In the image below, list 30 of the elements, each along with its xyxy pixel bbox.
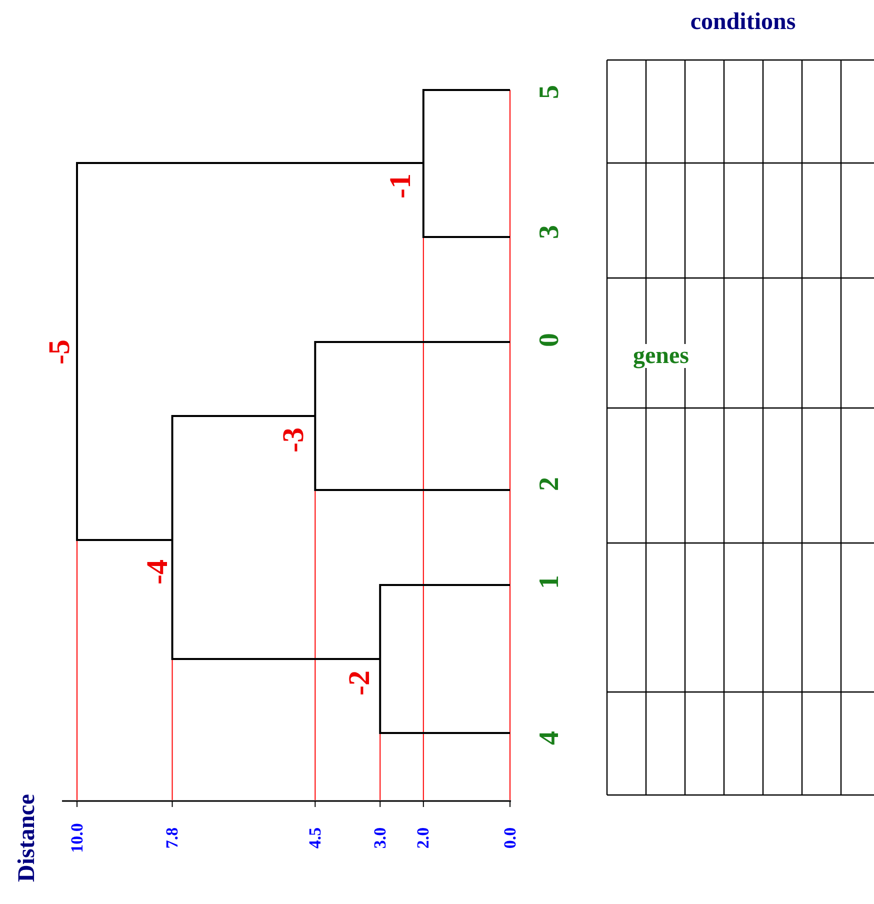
dendrogram-branch xyxy=(314,341,510,416)
tick-label: 0.0 xyxy=(502,827,518,849)
dendrogram-branch xyxy=(379,659,510,734)
row-header: genes xyxy=(633,344,689,368)
tick-label: 10.0 xyxy=(68,823,86,853)
tick-label: 3.0 xyxy=(372,827,389,849)
leaf-label: 3 xyxy=(536,225,564,239)
cluster-label: -4 xyxy=(143,560,173,584)
leaf-label: 0 xyxy=(536,333,564,347)
cluster-label: -2 xyxy=(345,670,375,696)
dendrogram-branch xyxy=(171,540,380,660)
axis-title: Distance xyxy=(15,794,39,882)
tick-label: 4.5 xyxy=(306,827,324,849)
leaf-label: 4 xyxy=(536,731,564,745)
dendrogram-branch xyxy=(76,162,424,351)
dendrogram-branch xyxy=(171,415,316,540)
leaf-label: 1 xyxy=(536,575,564,589)
column-header: conditions xyxy=(690,10,796,34)
dendrogram-branch xyxy=(422,89,510,163)
tick-label: 2.0 xyxy=(414,827,432,849)
cluster-label: -1 xyxy=(386,174,416,198)
dendrogram-branch xyxy=(76,351,172,541)
tick-label: 7.8 xyxy=(164,827,181,849)
dendrogram-branch xyxy=(422,163,510,238)
leaf-label: 5 xyxy=(536,85,564,99)
cluster-label: -5 xyxy=(45,340,75,364)
dendrogram-branch xyxy=(379,584,510,659)
leaf-label: 2 xyxy=(536,477,564,491)
cluster-label: -3 xyxy=(279,428,309,452)
dendrogram-branch xyxy=(314,416,510,491)
